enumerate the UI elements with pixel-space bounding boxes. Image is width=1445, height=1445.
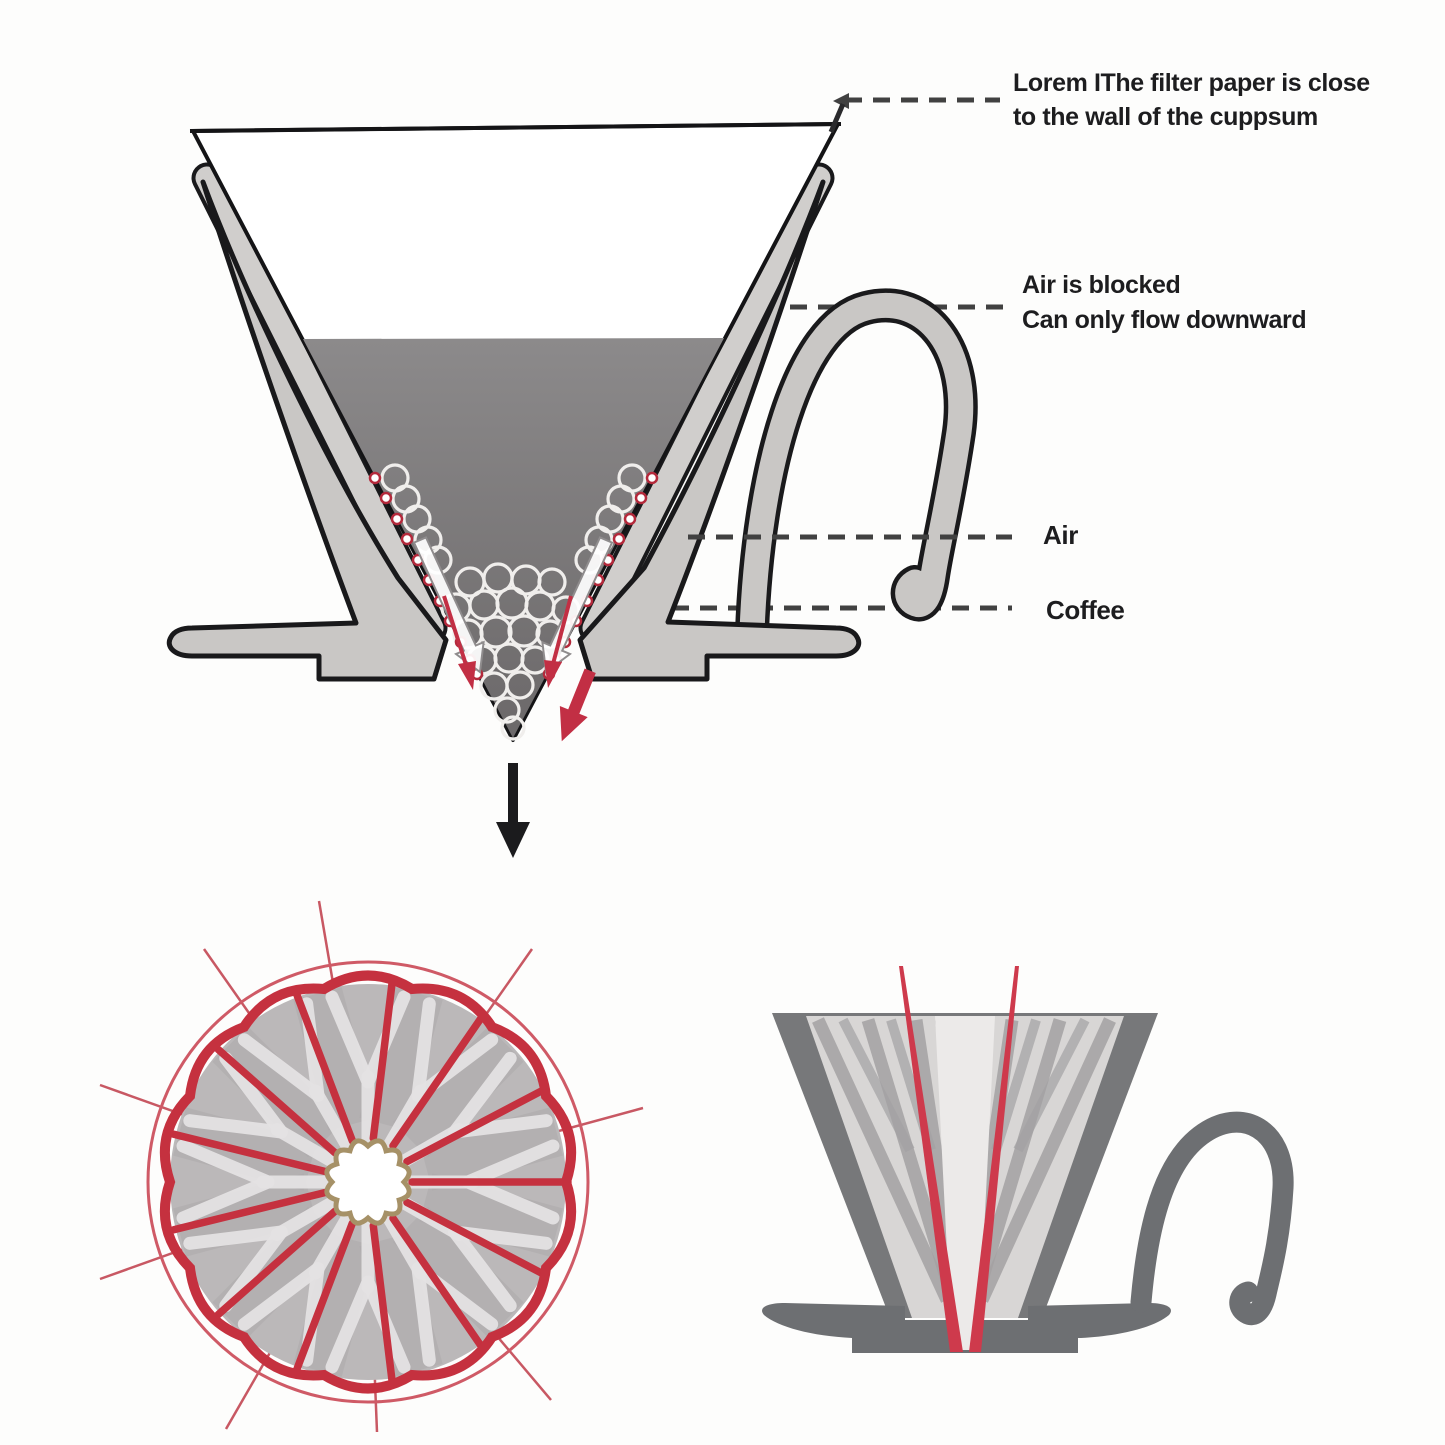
air-flow-note-line2: Can only flow downward [1022,306,1307,334]
drip-arrow-bold-icon [559,668,596,742]
side-handle [1130,1111,1294,1326]
down-arrow-icon [496,763,530,858]
dripper-body-left [166,179,449,682]
air-flow-note: Air is blocked Can only flow downward [1022,268,1307,338]
dripper-rib-left [191,162,448,644]
filter-paper-note: Lorem IThe filter paper is close to the … [1013,66,1370,134]
coffee-label: Coffee [1046,595,1125,625]
dripper-handle [735,288,978,649]
center-outlet-hole [324,1138,412,1226]
rib-branch-pattern [176,990,560,1374]
side-view-figure [762,966,1294,1353]
side-drain-path-lines [899,966,1019,1352]
filter-paper-note-line1: Lorem IThe filter paper is close [1013,69,1370,97]
filter-corner-tick [828,103,846,133]
dripper-rib-right [578,162,835,644]
spiral-rib-spokes [170,979,572,1385]
air-flow-note-line1: Air is blocked [1022,271,1181,299]
wavy-rim-ring [159,970,577,1394]
cross-section-figure [166,93,1012,858]
drip-arrow-left-icon [442,595,476,690]
filter-paper-note-line2: to the wall of the cuppsum [1013,103,1318,131]
dripper-body-right [577,179,862,682]
filter-rim-line [189,122,842,133]
coffee-bed [303,338,724,738]
drip-arrow-right-icon [544,595,573,688]
paper-edge-circle [146,960,590,1404]
top-view-figure [99,900,644,1433]
air-label: Air [1043,520,1078,550]
